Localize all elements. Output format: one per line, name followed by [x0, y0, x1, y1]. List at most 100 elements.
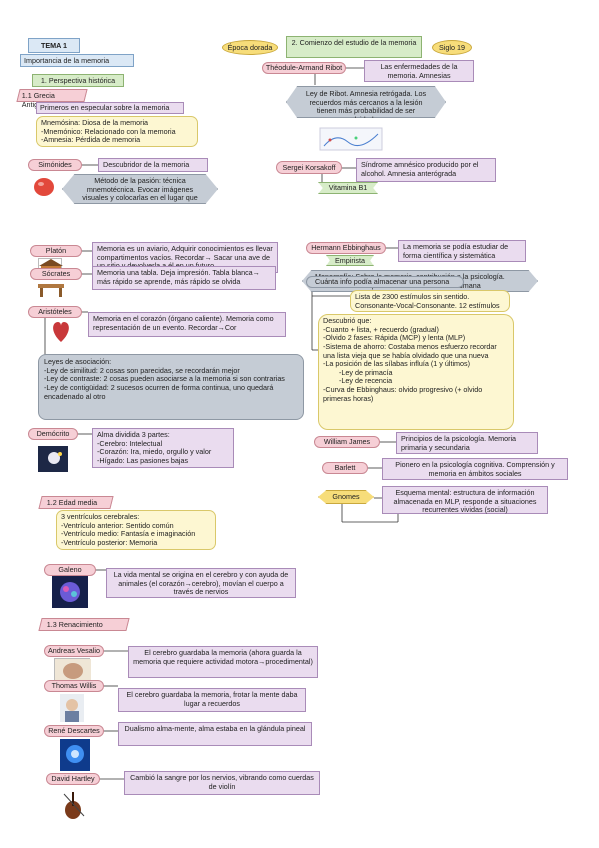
- galeno-desc-text: La vida mental se origina en el cerebro …: [113, 570, 289, 597]
- def-mnemonico: -Mnemónico: Relacionado con la memoria: [41, 126, 176, 136]
- platon-label: Platón: [30, 245, 82, 257]
- laws-title: Leyes de asociación:: [44, 357, 112, 366]
- platon-name: Platón: [45, 246, 67, 255]
- tema-label: TEMA 1: [40, 41, 68, 50]
- hartley-name: David Hartley: [51, 774, 95, 783]
- section-1-title: 1. Perspectiva histórica: [32, 74, 124, 87]
- james-label: William James: [314, 436, 380, 448]
- association-laws: Leyes de asociación: -Ley de similitud: …: [38, 354, 304, 420]
- willis-desc: El cerebro guardaba la memoria, frotar l…: [118, 688, 306, 712]
- section-12-title: 1.2 Edad media: [38, 496, 114, 509]
- bartlett-desc: Pionero en la psicología cognitiva. Comp…: [382, 458, 568, 480]
- vesalio-label: Andreas Vesalio: [44, 645, 104, 657]
- simonides-desc-text: Descubridor de la memoria: [103, 160, 190, 169]
- galeno-label: Galeno: [44, 564, 96, 576]
- ventricle-medio: -Ventrículo medio: Fantasía e imaginació…: [61, 529, 196, 539]
- siglo-badge: Siglo 19: [432, 40, 472, 55]
- ribot-desc: Las enfermedades de la memoria. Amnesias: [364, 60, 474, 82]
- descubrio-ahorro: -Sistema de ahorro: Costaba menos esfuer…: [323, 341, 497, 360]
- descubrio-olvido: -Olvido 2 fases: Rápida (MCP) y lenta (M…: [323, 333, 466, 343]
- aristoteles-desc-text: Memoria en el corazón (órgano caliente).…: [93, 314, 274, 332]
- bartlett-name: Barlett: [334, 463, 356, 472]
- ribot-desc-text: Las enfermedades de la memoria. Amnesias: [380, 62, 458, 80]
- empirista-text: Empirista: [335, 256, 365, 265]
- aristoteles-name: Aristóteles: [38, 307, 72, 316]
- gnomes-text: Gnomes: [332, 492, 360, 501]
- descubrio-title: Descubrió que:: [323, 316, 372, 325]
- korsakoff-name: Sergei Korsakoff: [282, 163, 336, 172]
- ventricle-posterior: -Ventrículo posterior: Memoria: [61, 537, 158, 547]
- lista-box: Lista de 2300 estímulos sin sentido. Con…: [350, 290, 510, 312]
- law-similitud: -Ley de similitud: 2 cosas son parecidas…: [44, 365, 240, 375]
- democrito-line-4: -Hígado: Las pasiones bajas: [97, 455, 189, 465]
- bartlett-label: Barlett: [322, 462, 368, 474]
- vesalio-image: [54, 658, 91, 681]
- vesalio-desc-text: El cerebro guardaba la memoria (ahora gu…: [133, 648, 313, 666]
- democrito-line-3: -Corazón: Ira, miedo, orgullo y valor: [97, 447, 212, 457]
- vitamina-text: Vitamina B1: [328, 183, 368, 192]
- section-12-label: 1.2 Edad media: [46, 498, 98, 507]
- grecia-definitions: Mnemósina: Diosa de la memoria -Mnemónic…: [36, 116, 198, 147]
- willis-label: Thomas Willis: [44, 680, 104, 692]
- hartley-desc-text: Cambió la sangre por los nervios, vibran…: [130, 773, 314, 791]
- cuanta-text: Cuánta info podía almacenar una persona: [315, 277, 450, 286]
- ribot-label: Théodule-Armand Ribot: [262, 62, 346, 74]
- simonides-name: Simónides: [38, 160, 72, 169]
- hartley-label: David Hartley: [46, 773, 100, 785]
- ebbinghaus-label: Hermann Ebbinghaus: [306, 242, 386, 254]
- socrates-desc: Memoria una tabla. Deja impresión. Tabla…: [92, 266, 276, 290]
- esquema-text: Esquema mental: estructura de informació…: [393, 488, 537, 515]
- ley-ribot-box: Ley de Ribot. Amnesia retrógada. Los rec…: [286, 86, 446, 118]
- descubrio-recencia: -Ley de recencia: [323, 376, 393, 386]
- def-amnesia: -Amnesia: Pérdida de memoria: [41, 135, 141, 145]
- ventricle-anterior: -Ventrículo anterior: Sentido común: [61, 520, 174, 530]
- descubrio-curva: -Curva de Ebbinghaus: olvido progresivo …: [323, 385, 483, 403]
- law-contraste: -Ley de contraste: 2 cosas pueden asocia…: [44, 374, 285, 384]
- descartes-brain-image: [60, 739, 90, 771]
- descubrio-primacia: -Ley de primacía: [323, 367, 393, 377]
- korsakoff-desc: Síndrome amnésico producido por el alcoh…: [356, 158, 496, 182]
- memory-curve-graphic: [319, 127, 383, 151]
- simonides-desc: Descubridor de la memoria: [98, 158, 208, 172]
- democrito-image: [38, 446, 68, 472]
- ebbinghaus-name: Hermann Ebbinghaus: [311, 243, 381, 252]
- ventricles-title: 3 ventrículos cerebrales:: [61, 512, 140, 521]
- section-2-title: 2. Comienzo del estudio de la memoria: [286, 36, 422, 58]
- descubrio-posicion: -La posición de las sílabas influía (1 y…: [323, 359, 471, 369]
- section-13-label: 1.3 Renacimiento: [46, 620, 103, 629]
- cuanta-info-box: Cuánta info podía almacenar una persona: [306, 276, 464, 288]
- simonides-label: Simónides: [28, 159, 82, 171]
- section-11-title: 1.1 Grecia Antigua: [16, 89, 88, 109]
- empirista-badge: Empirista: [326, 255, 374, 266]
- method-box: Método de la pasión: técnica mnemotécnic…: [62, 174, 218, 204]
- tema-subtitle: Importancia de la memoria: [20, 54, 134, 67]
- democrito-line-2: -Cerebro: Intelectual: [97, 438, 163, 448]
- vesalio-desc: El cerebro guardaba la memoria (ahora gu…: [128, 646, 318, 678]
- grecia-intro-text: Primeros en especular sobre la memoria: [40, 103, 170, 112]
- james-desc-text: Principios de la psicología. Memoria pri…: [401, 434, 517, 452]
- aristoteles-desc: Memoria en el corazón (órgano caliente).…: [88, 312, 286, 337]
- descartes-desc: Dualismo alma-mente, alma estaba en la g…: [118, 722, 312, 746]
- section-1-label: 1. Perspectiva histórica: [40, 76, 116, 85]
- willis-name: Thomas Willis: [51, 681, 97, 690]
- law-contiguidad: -Ley de contigüidad: 2 sucesos ocurren d…: [44, 382, 274, 401]
- violin-image: [60, 790, 86, 820]
- socrates-desc-text: Memoria una tabla. Deja impresión. Tabla…: [97, 268, 260, 286]
- descartes-desc-text: Dualismo alma-mente, alma estaba en la g…: [124, 724, 306, 733]
- tema-badge: TEMA 1: [28, 38, 80, 53]
- korsakoff-label: Sergei Korsakoff: [276, 161, 342, 174]
- democrito-desc: Alma dividida 3 partes: -Cerebro: Intele…: [92, 428, 234, 468]
- democrito-name: Demócrito: [36, 429, 70, 438]
- vitamina-badge: Vitamina B1: [318, 182, 378, 194]
- simonides-lamp-image: [32, 176, 56, 198]
- democrito-label: Demócrito: [28, 428, 78, 440]
- heart-image: [50, 318, 72, 344]
- vesalio-name: Andreas Vesalio: [48, 646, 100, 655]
- socrates-name: Sócrates: [41, 269, 71, 278]
- esquema-desc: Esquema mental: estructura de informació…: [382, 486, 548, 514]
- socrates-label: Sócrates: [30, 268, 82, 280]
- aristoteles-label: Aristóteles: [28, 306, 82, 318]
- method-text: Método de la pasión: técnica mnemotécnic…: [82, 176, 198, 211]
- epoca-dorada-badge: Época dorada: [222, 40, 278, 55]
